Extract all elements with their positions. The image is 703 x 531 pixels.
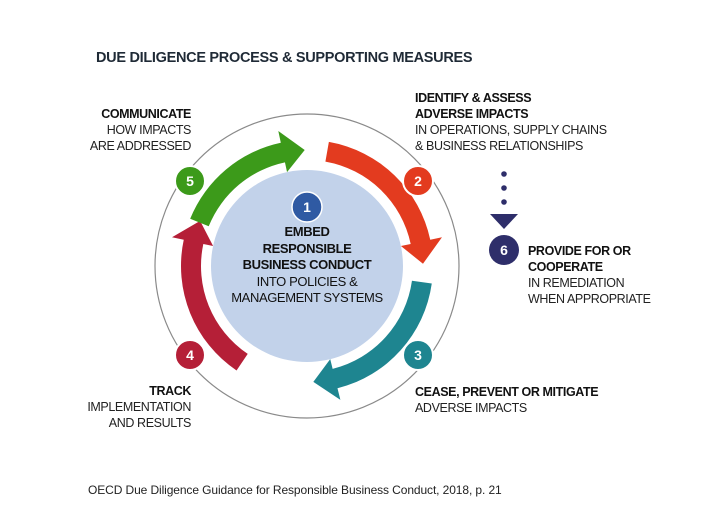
step-2-line: ADVERSE IMPACTS <box>415 107 529 121</box>
step-6-label: PROVIDE FOR OR COOPERATE IN REMEDIATION … <box>528 243 651 307</box>
step-1-label: EMBED RESPONSIBLE BUSINESS CONDUCT INTO … <box>211 224 403 307</box>
step-badge-6: 6 <box>489 235 519 265</box>
source-caption: OECD Due Diligence Guidance for Responsi… <box>88 483 502 497</box>
outer-ring <box>154 113 460 419</box>
arrow-communicate <box>190 131 305 227</box>
step-6-line: IN REMEDIATION <box>528 276 625 290</box>
step-badge-3: 3 <box>402 339 434 371</box>
step-2-label: IDENTIFY & ASSESS ADVERSE IMPACTS IN OPE… <box>415 90 607 154</box>
step-number-1: 1 <box>303 199 311 215</box>
step-6-line: COOPERATE <box>528 260 603 274</box>
step-number-2: 2 <box>414 173 422 189</box>
step-3-line: ADVERSE IMPACTS <box>415 401 527 415</box>
dot <box>501 185 507 191</box>
step-4-label: TRACK IMPLEMENTATION AND RESULTS <box>87 383 191 431</box>
step-badge-4: 4 <box>174 339 206 371</box>
step-5-line: COMMUNICATE <box>101 107 191 121</box>
step-number-5: 5 <box>186 173 194 189</box>
step-2-line: & BUSINESS RELATIONSHIPS <box>415 139 583 153</box>
dotted-arrow-to-step-6 <box>490 171 518 229</box>
step-1-line: RESPONSIBLE <box>262 240 352 256</box>
step-4-line: IMPLEMENTATION <box>87 400 191 414</box>
step-number-6: 6 <box>500 242 508 258</box>
center-disc <box>211 170 403 362</box>
step-5-label: COMMUNICATE HOW IMPACTS ARE ADDRESSED <box>90 106 191 154</box>
step-1-line: EMBED <box>284 224 330 239</box>
step-badge-2: 2 <box>402 165 434 197</box>
down-arrowhead-icon <box>490 214 518 229</box>
step-1-line: MANAGEMENT SYSTEMS <box>231 290 383 305</box>
step-3-line: CEASE, PREVENT OR MITIGATE <box>415 385 599 399</box>
step-5-line: HOW IMPACTS <box>106 123 192 137</box>
step-number-3: 3 <box>414 347 422 363</box>
step-6-line: WHEN APPROPRIATE <box>528 292 651 306</box>
step-1-line: BUSINESS CONDUCT <box>242 257 372 272</box>
dot <box>501 199 507 205</box>
step-4-line: AND RESULTS <box>108 416 192 430</box>
step-2-line: IN OPERATIONS, SUPPLY CHAINS <box>415 123 607 137</box>
step-3-label: CEASE, PREVENT OR MITIGATE ADVERSE IMPAC… <box>415 384 599 416</box>
step-4-line: TRACK <box>149 384 191 398</box>
step-2-line: IDENTIFY & ASSESS <box>415 91 532 105</box>
arrow-identify-assess <box>325 141 442 264</box>
step-badge-5: 5 <box>174 165 206 197</box>
arrow-cease-prevent <box>313 280 432 400</box>
dot <box>501 171 507 177</box>
step-1-line: INTO POLICIES & <box>256 273 358 289</box>
step-number-4: 4 <box>186 347 194 363</box>
step-5-line: ARE ADDRESSED <box>89 139 191 153</box>
step-6-line: PROVIDE FOR OR <box>528 244 631 258</box>
arrow-track <box>172 220 248 371</box>
diagram-title: DUE DILIGENCE PROCESS & SUPPORTING MEASU… <box>96 50 473 66</box>
step-badge-1: 1 <box>291 191 323 223</box>
